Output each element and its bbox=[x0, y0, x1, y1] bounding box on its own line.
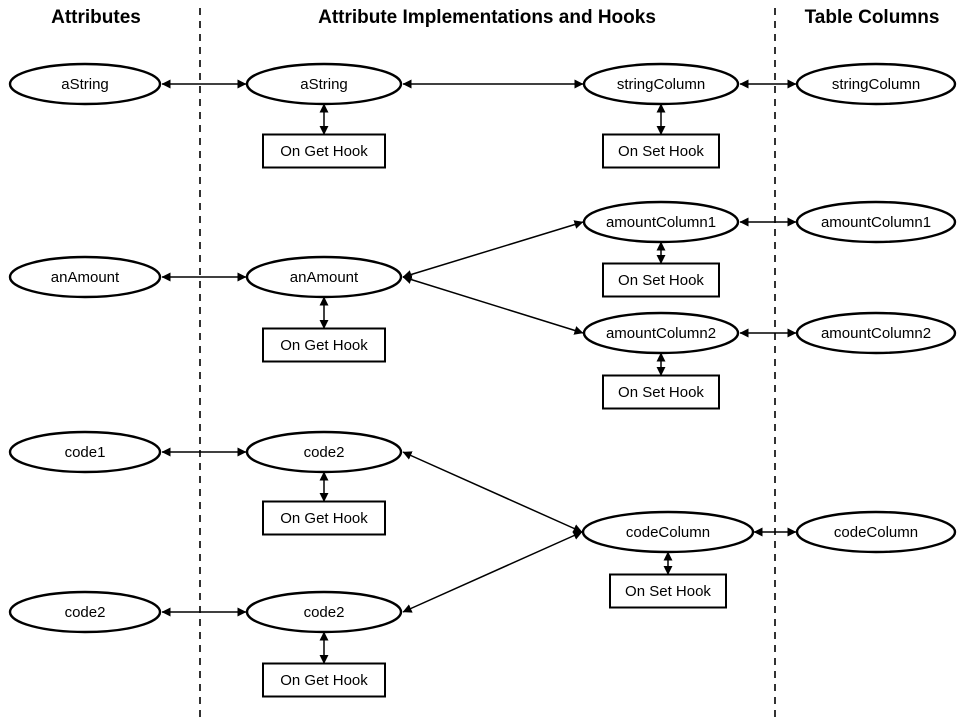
col-amountcol2-label: amountColumn2 bbox=[821, 325, 931, 342]
col-amountcol1-label: amountColumn1 bbox=[821, 214, 931, 231]
impl-anamount-shape[interactable] bbox=[245, 255, 403, 299]
hook-astring-get-box[interactable] bbox=[262, 133, 386, 169]
impl-anamount-label: anAmount bbox=[290, 269, 359, 286]
node-attr-code1[interactable]: code1 bbox=[8, 430, 162, 474]
hook-stringcol-set-box[interactable] bbox=[602, 133, 720, 169]
node-attr-astring[interactable]: aString bbox=[8, 62, 162, 106]
node-impl-amountcol1[interactable]: amountColumn1 bbox=[582, 200, 740, 244]
impl-codecol-label: codeColumn bbox=[626, 524, 710, 541]
hook-anamount-get[interactable]: On Get Hook bbox=[262, 327, 386, 363]
hook-amountcol2-set-box[interactable] bbox=[602, 374, 720, 410]
hook-label: On Get Hook bbox=[280, 672, 368, 689]
hook-anamount-get-box[interactable] bbox=[262, 327, 386, 363]
impl-astring-shape[interactable] bbox=[245, 62, 403, 106]
attr-code1-label: code1 bbox=[65, 444, 106, 461]
node-impl-codecol[interactable]: codeColumn bbox=[581, 510, 755, 554]
column-dividers bbox=[199, 8, 776, 720]
node-attr-code2[interactable]: code2 bbox=[8, 590, 162, 634]
hook-label: On Get Hook bbox=[280, 510, 368, 527]
attr-code1-shape[interactable] bbox=[8, 430, 162, 474]
hook-code2b-get-box[interactable] bbox=[262, 662, 386, 698]
hook-astring-get[interactable]: On Get Hook bbox=[262, 133, 386, 169]
attr-anamount-shape[interactable] bbox=[8, 255, 162, 299]
attr-anamount-label: anAmount bbox=[51, 269, 120, 286]
impl-astring-label: aString bbox=[300, 76, 348, 93]
node-col-stringcol[interactable]: stringColumn bbox=[795, 62, 957, 106]
edge-code2b-codecol bbox=[402, 531, 583, 613]
impl-code2a-label: code2 bbox=[304, 444, 345, 461]
hook-label: On Set Hook bbox=[625, 583, 711, 600]
column-header: Attributes bbox=[51, 7, 141, 28]
node-col-amountcol1[interactable]: amountColumn1 bbox=[795, 200, 957, 244]
impl-amountcol2-shape[interactable] bbox=[582, 311, 740, 355]
hook-label: On Get Hook bbox=[280, 143, 368, 160]
hook-label: On Set Hook bbox=[618, 272, 704, 289]
col-amountcol2-shape[interactable] bbox=[795, 311, 957, 355]
hook-codecol-set-box[interactable] bbox=[609, 573, 727, 609]
edges-layer bbox=[161, 79, 797, 617]
hook-amountcol2-set[interactable]: On Set Hook bbox=[602, 374, 720, 410]
hook-label: On Get Hook bbox=[280, 337, 368, 354]
hook-amountcol1-set[interactable]: On Set Hook bbox=[602, 262, 720, 298]
impl-stringcol-label: stringColumn bbox=[617, 76, 705, 93]
column-header: Attribute Implementations and Hooks bbox=[318, 7, 656, 28]
node-impl-code2b[interactable]: code2 bbox=[245, 590, 403, 634]
hook-stringcol-set[interactable]: On Set Hook bbox=[602, 133, 720, 169]
hooks-layer: On Get Hook On Set Hook On Set Hook On Get … bbox=[262, 103, 727, 698]
node-col-codecol[interactable]: codeColumn bbox=[795, 510, 957, 554]
col-codecol-shape[interactable] bbox=[795, 510, 957, 554]
impl-code2b-shape[interactable] bbox=[245, 590, 403, 634]
node-impl-anamount[interactable]: anAmount bbox=[245, 255, 403, 299]
col-codecol-label: codeColumn bbox=[834, 524, 918, 541]
edge-code2a-codecol bbox=[402, 451, 583, 533]
impl-code2b-label: code2 bbox=[304, 604, 345, 621]
headers-layer: Attributes Attribute Implementations and … bbox=[51, 7, 939, 28]
nodes-layer: aString aString stringColumn stringColumn an… bbox=[8, 62, 957, 634]
hook-code2a-get[interactable]: On Get Hook bbox=[262, 500, 386, 536]
attr-astring-label: aString bbox=[61, 76, 109, 93]
impl-stringcol-shape[interactable] bbox=[582, 62, 740, 106]
attr-astring-shape[interactable] bbox=[8, 62, 162, 106]
hook-label: On Set Hook bbox=[618, 384, 704, 401]
node-impl-amountcol2[interactable]: amountColumn2 bbox=[582, 311, 740, 355]
hook-code2b-get[interactable]: On Get Hook bbox=[262, 662, 386, 698]
impl-amountcol1-shape[interactable] bbox=[582, 200, 740, 244]
hook-codecol-set[interactable]: On Set Hook bbox=[609, 573, 727, 609]
impl-amountcol2-label: amountColumn2 bbox=[606, 325, 716, 342]
column-header: Table Columns bbox=[805, 7, 940, 28]
impl-codecol-shape[interactable] bbox=[581, 510, 755, 554]
col-stringcol-label: stringColumn bbox=[832, 76, 920, 93]
impl-code2a-shape[interactable] bbox=[245, 430, 403, 474]
node-col-amountcol2[interactable]: amountColumn2 bbox=[795, 311, 957, 355]
col-amountcol1-shape[interactable] bbox=[795, 200, 957, 244]
hook-code2a-get-box[interactable] bbox=[262, 500, 386, 536]
hook-amountcol1-set-box[interactable] bbox=[602, 262, 720, 298]
node-impl-astring[interactable]: aString bbox=[245, 62, 403, 106]
attr-code2-shape[interactable] bbox=[8, 590, 162, 634]
impl-amountcol1-label: amountColumn1 bbox=[606, 214, 716, 231]
attr-code2-label: code2 bbox=[65, 604, 106, 621]
node-impl-stringcol[interactable]: stringColumn bbox=[582, 62, 740, 106]
edge-anamount-amountcol2 bbox=[402, 275, 584, 335]
node-impl-code2a[interactable]: code2 bbox=[245, 430, 403, 474]
edge-anamount-amountcol1 bbox=[402, 220, 584, 279]
col-stringcol-shape[interactable] bbox=[795, 62, 957, 106]
hook-label: On Set Hook bbox=[618, 143, 704, 160]
node-attr-anamount[interactable]: anAmount bbox=[8, 255, 162, 299]
